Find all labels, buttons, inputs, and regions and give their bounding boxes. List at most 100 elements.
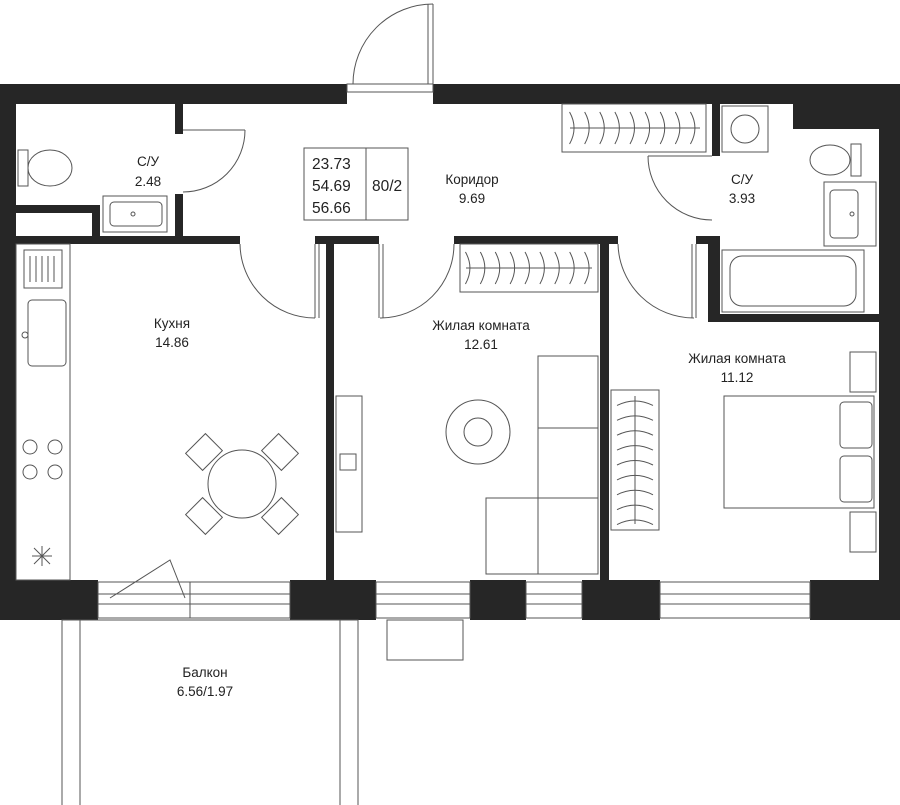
wall-notch-fill <box>873 104 879 129</box>
window-kitchen <box>97 581 291 619</box>
kitchen-counter <box>15 243 71 581</box>
wall-wc-small-right <box>175 104 183 134</box>
outer-wall-bottom-5 <box>810 580 900 620</box>
hanger-mark <box>616 460 654 466</box>
outer-wall-bottom-3 <box>470 580 526 620</box>
summary-box: 23.73 54.69 56.66 80/2 <box>303 147 409 221</box>
room-area-living2: 11.12 <box>721 370 754 385</box>
sofa-icon <box>485 355 599 575</box>
outer-wall-bottom-4 <box>582 580 660 620</box>
room-labels: С/У 2.48 Коридор 9.69 С/У 3.93 Кухня 14.… <box>135 154 786 699</box>
room-area-kitchen: 14.86 <box>155 335 189 350</box>
outer-wall-bottom-2 <box>290 580 376 620</box>
sink-icon <box>102 195 168 233</box>
bed-icon <box>723 351 877 553</box>
summary-total-area: 54.69 <box>312 178 351 195</box>
wall-notch-top-right <box>793 104 873 129</box>
hanger-mark <box>569 111 575 145</box>
wall-living1-right <box>600 236 609 580</box>
summary-total-with-balcony: 56.66 <box>312 200 351 217</box>
hanger-mark <box>465 251 471 285</box>
hanger-mark <box>674 111 681 145</box>
dining-table-icon <box>184 432 300 536</box>
wall-corridor-bottom-1 <box>16 236 240 244</box>
toilet-icon <box>17 149 73 187</box>
room-name-kitchen: Кухня <box>154 316 190 331</box>
hanger-mark <box>616 519 654 526</box>
room-name-living1: Жилая комната <box>432 318 530 333</box>
window-living1-b <box>525 581 583 619</box>
fixtures <box>15 103 877 581</box>
hanger-mark <box>616 474 654 481</box>
wall-corridor-bottom-4 <box>696 236 716 244</box>
hanger-mark <box>614 111 620 145</box>
hanger-mark <box>599 111 605 145</box>
outer-wall-top-right <box>433 84 900 104</box>
hanger-mark <box>690 111 696 145</box>
wall-wc-small-inner <box>16 205 96 213</box>
hanger-mark <box>539 251 545 285</box>
hanger-mark <box>659 111 666 145</box>
wall-wc-large-left-bottom <box>708 236 720 320</box>
hood-icon <box>32 546 52 566</box>
wall-wc-small-inner-v <box>92 205 100 236</box>
tv-stand-icon <box>335 395 363 533</box>
windows <box>97 581 811 661</box>
wall-corridor-bottom-2 <box>315 236 379 244</box>
hanger-marks <box>465 251 590 285</box>
room-name-wc-large: С/У <box>731 172 754 187</box>
room-area-corridor: 9.69 <box>459 191 485 206</box>
coffee-table-icon <box>445 399 511 465</box>
hanger-mark <box>616 400 654 406</box>
window-living1-a <box>375 581 471 619</box>
washing-machine-icon <box>721 105 769 153</box>
hanger-mark <box>569 251 575 285</box>
hanger-marks <box>569 111 696 145</box>
outer-wall-top-left <box>0 84 347 104</box>
walls <box>0 84 900 620</box>
hanger-mark <box>584 111 590 145</box>
hanger-mark <box>479 251 486 285</box>
room-name-wc-small: С/У <box>137 154 160 169</box>
summary-living-area: 23.73 <box>312 156 351 173</box>
outer-wall-bottom-1 <box>0 580 98 620</box>
wall-wc-small-right-lower <box>175 194 183 236</box>
stove-icon <box>22 439 63 480</box>
hanger-mark <box>524 251 530 285</box>
room-area-balcony: 6.56/1.97 <box>177 684 233 699</box>
hanger-mark <box>616 445 654 451</box>
wall-kitchen-right <box>326 236 334 580</box>
room-area-wc-large: 3.93 <box>729 191 755 206</box>
room-name-living2: Жилая комната <box>688 351 786 366</box>
window-sill-living1 <box>386 619 464 661</box>
doors <box>109 3 713 599</box>
wall-wc-large-bottom <box>708 314 879 322</box>
hanger-mark <box>616 430 654 436</box>
toilet-icon <box>809 143 862 177</box>
room-area-wc-small: 2.48 <box>135 174 161 189</box>
hanger-mark <box>616 504 654 511</box>
hanger-mark <box>554 251 560 285</box>
room-name-balcony: Балкон <box>182 665 227 680</box>
kitchen-sink-icon <box>27 299 67 367</box>
outer-wall-right <box>879 84 900 620</box>
hanger-mark <box>584 251 590 285</box>
hanger-mark <box>616 415 654 421</box>
hanger-marks <box>616 400 654 526</box>
wall-wc-large-left-top <box>712 104 720 156</box>
outer-wall-left <box>0 84 16 620</box>
hanger-mark <box>494 251 501 285</box>
room-area-living1: 12.61 <box>464 337 498 352</box>
balcony <box>61 619 359 805</box>
hanger-mark <box>629 111 635 145</box>
summary-code: 80/2 <box>372 178 402 195</box>
hanger-mark <box>616 489 654 496</box>
hanger-mark <box>509 251 516 285</box>
bathtub-icon <box>721 249 865 313</box>
wall-corridor-bottom-3 <box>454 236 618 244</box>
window-living2 <box>659 581 811 619</box>
hanger-mark <box>644 111 651 145</box>
sink-icon <box>823 181 877 247</box>
room-name-corridor: Коридор <box>445 172 498 187</box>
